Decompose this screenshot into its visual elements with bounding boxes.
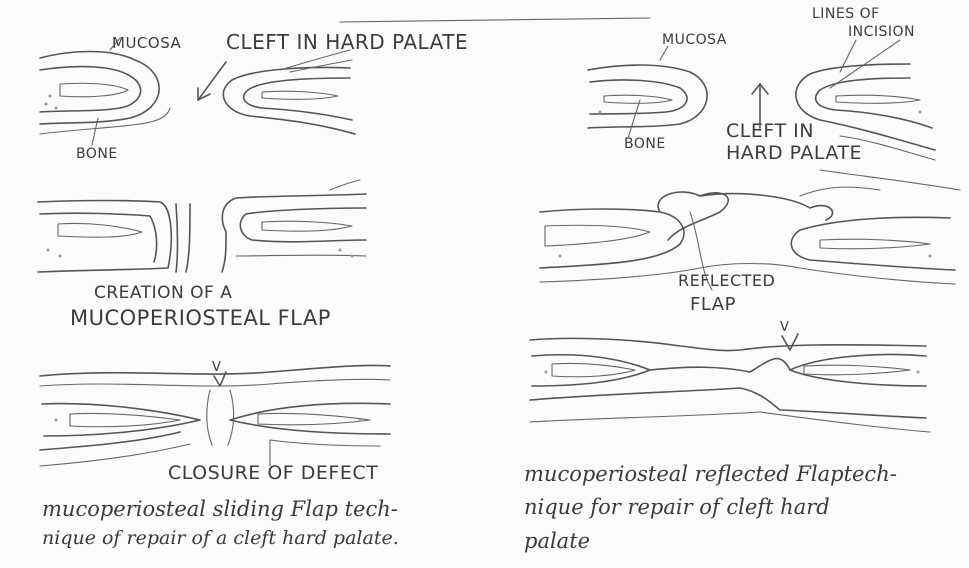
label-bone-left: BONE — [76, 146, 118, 162]
caption-creation-line2: MUCOPERIOSTEAL FLAP — [70, 306, 331, 330]
footer-right-line2: nique for repair of cleft hard — [524, 495, 830, 519]
footer-left-line2: nique of repair of a cleft hard palate. — [42, 527, 399, 549]
label-hard-palate-right: HARD PALATE — [726, 142, 862, 164]
right-closure-diagram — [530, 334, 930, 432]
mark-v-left: V — [212, 360, 221, 375]
left-closure-diagram — [40, 365, 390, 466]
label-cleft-in: CLEFT IN — [726, 120, 814, 142]
caption-creation-line1: CREATION OF A — [94, 283, 232, 303]
label-reflected: REFLECTED — [678, 271, 775, 290]
footer-right-line1: mucoperiosteal reflected Flaptech- — [524, 462, 897, 486]
mark-v-right: V — [780, 320, 789, 335]
caption-closure-of-defect: CLOSURE OF DEFECT — [168, 462, 378, 484]
label-flap: FLAP — [690, 294, 736, 315]
left-flap-diagram — [38, 180, 366, 272]
label-bone-right: BONE — [624, 136, 666, 152]
top-rule — [340, 18, 650, 22]
label-cleft-hard-palate-left: CLEFT IN HARD PALATE — [226, 30, 468, 54]
label-mucosa-right: MUCOSA — [662, 32, 727, 48]
footer-right-line3: palate — [524, 529, 590, 553]
label-lines-of: LINES OF — [812, 6, 880, 22]
footer-left-line1: mucoperiosteal sliding Flap tech- — [42, 497, 398, 521]
label-incision: INCISION — [848, 24, 915, 40]
label-mucosa-left: MUCOSA — [112, 34, 181, 52]
left-cleft-diagram — [40, 38, 355, 145]
